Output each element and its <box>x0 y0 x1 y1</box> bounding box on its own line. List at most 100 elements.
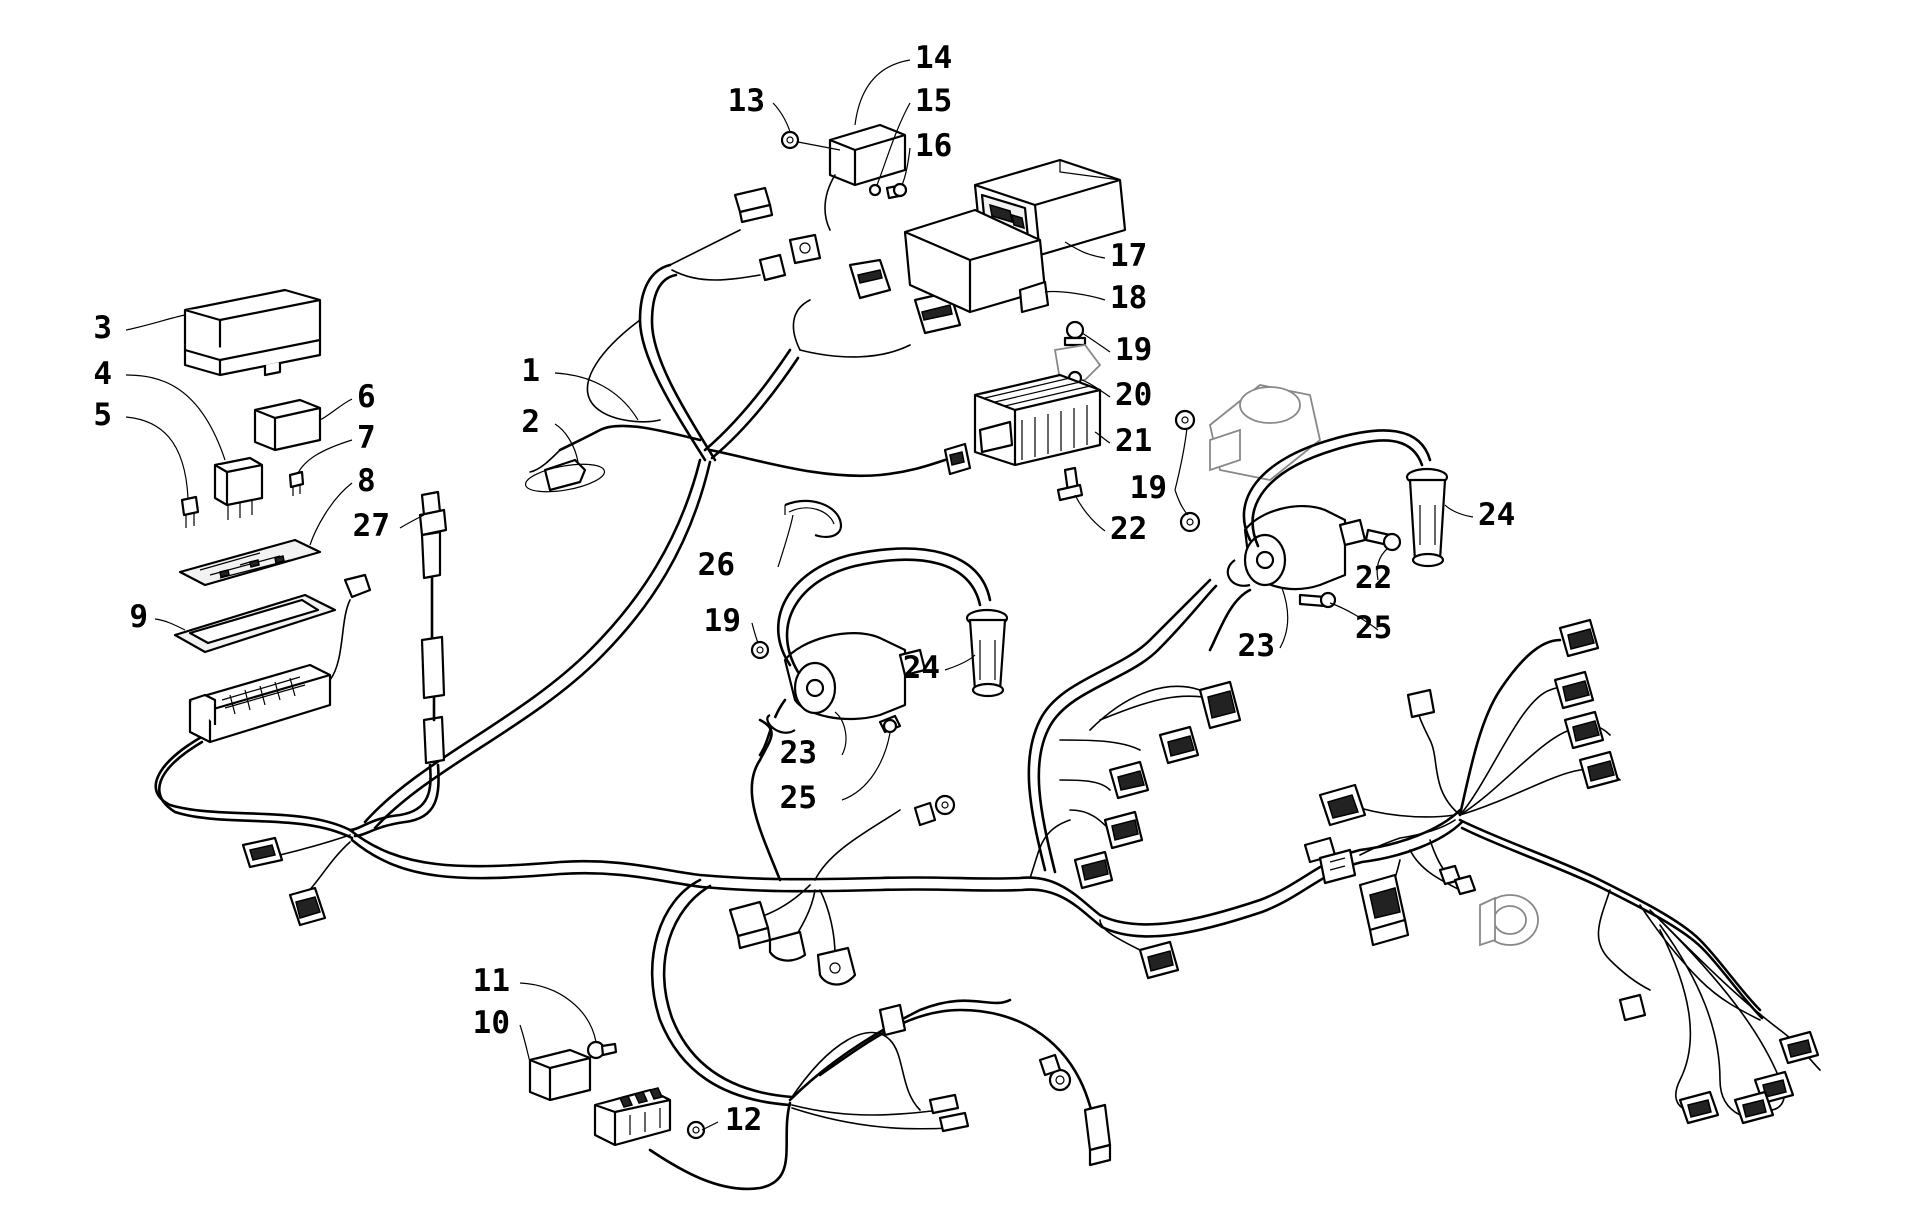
bottom-terminals <box>878 1003 1112 1167</box>
callout-14: 14 <box>915 40 952 76</box>
nut-12 <box>686 1120 706 1140</box>
callout-16: 16 <box>915 128 952 164</box>
connector-rc-d <box>1158 725 1200 765</box>
callout-24-center: 24 <box>903 650 940 686</box>
callout-4: 4 <box>93 356 112 392</box>
callout-10: 10 <box>473 1005 510 1041</box>
connector-fr-d <box>1578 750 1620 790</box>
relay-large <box>253 398 322 452</box>
callout-25-right: 25 <box>1355 610 1392 646</box>
connector-top-d <box>848 258 892 300</box>
callout-2: 2 <box>521 404 540 440</box>
bolt-25-center <box>878 714 902 734</box>
tilt-switch <box>824 123 907 231</box>
callout-5: 5 <box>93 397 112 433</box>
connector-top-c <box>788 233 822 265</box>
main-harness <box>154 229 1821 1191</box>
connector-rc-c <box>1108 760 1150 800</box>
connector-rc-f <box>1138 940 1180 980</box>
relay-small <box>213 456 264 520</box>
callout-25-center: 25 <box>780 780 817 816</box>
callout-27: 27 <box>353 508 390 544</box>
callout-23-center: 23 <box>780 735 817 771</box>
leader-lines <box>125 59 1474 1131</box>
connector-center-c <box>816 946 857 986</box>
connector-fr-i <box>1358 873 1410 947</box>
callout-22-right: 22 <box>1355 560 1392 596</box>
connector-fr-b <box>1553 670 1595 710</box>
callout-17: 17 <box>1110 238 1147 274</box>
fuse-box-cover <box>183 288 322 377</box>
connector-fr-m <box>1753 1070 1795 1105</box>
callout-18: 18 <box>1110 280 1147 316</box>
connector-left-b <box>288 886 327 927</box>
spark-plug-cap-right <box>1405 467 1449 568</box>
connector-fr-k <box>1618 993 1647 1022</box>
connector-fr-o <box>1678 1090 1720 1125</box>
ring-terminal <box>913 794 956 827</box>
nut-19-top <box>1063 320 1087 347</box>
nut-13 <box>780 130 841 151</box>
connector-fr-n <box>1733 1090 1775 1125</box>
connector-fr-c <box>1563 710 1605 750</box>
connector-left-a <box>241 836 284 869</box>
connector-center-a <box>728 900 772 950</box>
callout-12: 12 <box>725 1102 762 1138</box>
callout-3: 3 <box>93 310 112 346</box>
callout-22-top: 22 <box>1110 511 1147 547</box>
callout-23-right: 23 <box>1238 628 1275 664</box>
mini-fuse <box>180 495 200 528</box>
callout-13: 13 <box>728 83 765 119</box>
switch-knob-ghost <box>1479 894 1539 947</box>
connector-rc-b <box>1103 810 1144 850</box>
ignition-coil-center <box>758 547 992 757</box>
connector-top-a <box>733 186 774 224</box>
fuse-small <box>288 470 305 496</box>
connector-rc-a <box>1073 850 1114 890</box>
harness-clip <box>524 458 606 493</box>
bolt-22-top <box>1056 466 1084 502</box>
ecu-cover <box>903 208 1050 314</box>
callout-15: 15 <box>915 83 952 119</box>
screw-11 <box>586 1040 618 1060</box>
circuit-board <box>178 538 322 587</box>
terminal-block <box>593 1087 672 1147</box>
connector-fr-e <box>1406 688 1436 719</box>
callout-8: 8 <box>357 463 376 499</box>
callout-20: 20 <box>1115 377 1152 413</box>
callout-19-right: 19 <box>1130 470 1167 506</box>
washer-15 <box>868 183 882 197</box>
callout-24-right: 24 <box>1478 497 1515 533</box>
connector-fr-f <box>1318 783 1367 827</box>
connector-fr-l <box>1778 1030 1820 1065</box>
callout-11: 11 <box>473 963 510 999</box>
nut-19-right-b <box>1179 511 1201 533</box>
bolt-22-right <box>1364 528 1402 552</box>
spark-plug-cap-center <box>965 608 1009 698</box>
callout-7: 7 <box>357 420 376 456</box>
callout-19-top: 19 <box>1115 332 1152 368</box>
oxygen-sensor <box>418 490 448 765</box>
bolt-25-right <box>1298 591 1337 609</box>
callout-6: 6 <box>357 379 376 415</box>
connector-center-b <box>768 930 807 962</box>
fuse-box-base <box>188 573 372 744</box>
connector-rc-e <box>1198 680 1242 730</box>
callout-21: 21 <box>1115 423 1152 459</box>
connector-fr-j <box>1438 864 1477 896</box>
relay-10 <box>528 1048 592 1102</box>
ring-clamp <box>784 500 843 538</box>
callout-26: 26 <box>698 547 735 583</box>
ignition-coil-right <box>1208 429 1432 652</box>
fuse-box-gasket <box>173 593 337 654</box>
callout-19-center: 19 <box>704 603 741 639</box>
connector-top-b <box>758 253 787 282</box>
screw-16 <box>885 182 908 200</box>
starter-motor-ghost <box>1208 384 1322 481</box>
callout-1: 1 <box>521 353 540 389</box>
connector-fr-a <box>1558 618 1600 658</box>
nut-19-center <box>750 640 770 660</box>
callout-9: 9 <box>129 599 148 635</box>
connector-fr-h <box>1318 848 1357 885</box>
